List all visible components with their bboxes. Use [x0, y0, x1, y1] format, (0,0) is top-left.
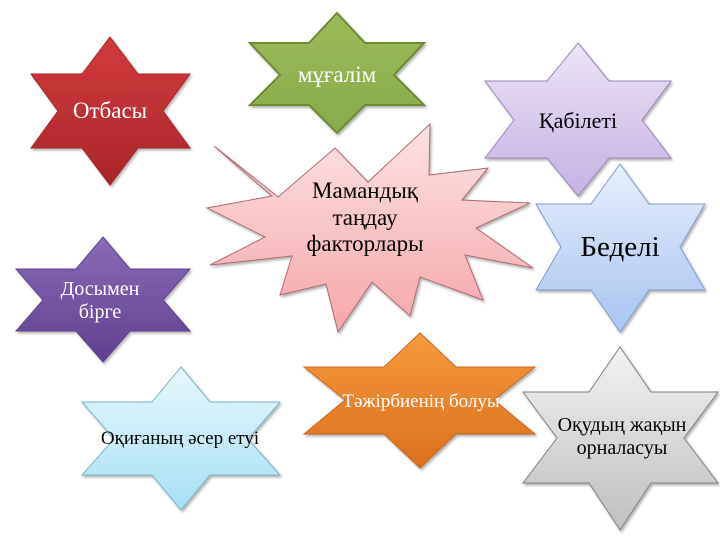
friend-label: Досымен бірге	[60, 278, 140, 323]
ability-label: Қабілеті	[538, 108, 618, 134]
prestige-label: Беделі	[580, 231, 660, 264]
star-ability[interactable]	[483, 42, 673, 197]
star-teacher[interactable]	[247, 11, 427, 135]
experience-label: Тәжірбиенің болуы	[342, 391, 500, 413]
center-line-3: факторлары	[306, 231, 424, 257]
star-family[interactable]	[30, 36, 191, 186]
star-event[interactable]	[80, 366, 282, 511]
location-label: Оқудың жақын орналасуы	[557, 414, 687, 459]
center-explosion[interactable]	[205, 122, 534, 334]
center-label: Мамандық таңдау факторлары	[272, 166, 458, 270]
family-label: Отбасы	[72, 97, 148, 123]
star-experience[interactable]	[302, 332, 537, 469]
center-line-2: таңдау	[332, 204, 398, 230]
center-line-1: Мамандық	[312, 178, 418, 204]
star-prestige[interactable]	[535, 163, 706, 333]
event-label: Оқиғаның әсер етуі	[100, 428, 260, 450]
star-friend[interactable]	[14, 236, 192, 363]
teacher-label: мұғалім	[297, 61, 377, 87]
star-location[interactable]	[521, 346, 720, 531]
